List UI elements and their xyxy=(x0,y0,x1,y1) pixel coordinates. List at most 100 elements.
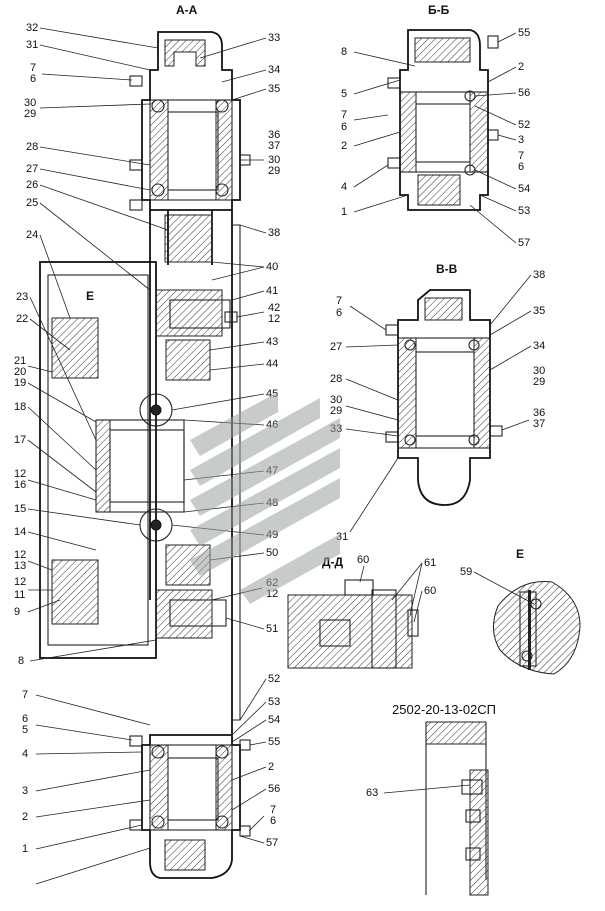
callout-label: 38 xyxy=(533,269,545,281)
callout-label: 30 xyxy=(330,394,342,406)
section-dd: Д-Д xyxy=(287,555,419,669)
callout-label: 36 xyxy=(268,129,280,141)
callout-label: 23 xyxy=(16,291,28,303)
section-vv: В-В xyxy=(385,262,503,506)
callout-label: 2 xyxy=(518,61,524,73)
callout-label: 27 xyxy=(330,341,342,353)
callout-label: 28 xyxy=(26,141,38,153)
callouts-e: 59 xyxy=(460,566,535,605)
callouts-spec: 63 xyxy=(366,784,471,799)
section-bb-title: Б-Б xyxy=(428,3,450,17)
callout-label: 2 xyxy=(341,140,347,152)
callout-label: 4 xyxy=(22,748,28,760)
callout-label: 7 xyxy=(270,804,276,816)
callout-label: 56 xyxy=(518,87,530,99)
callout-label: 3 xyxy=(22,785,28,797)
callout-label: 3 xyxy=(518,134,524,146)
callout-label: 37 xyxy=(533,418,545,430)
callouts-dd: 60 61 60 xyxy=(357,554,436,623)
callout-label: 12 xyxy=(268,313,280,325)
callouts-left-aa: 32 31 7 6 30 29 28 27 26 25 24 23 22 21 … xyxy=(14,22,169,885)
detail-e: Е xyxy=(493,547,581,675)
section-bb: Б-Б xyxy=(387,3,499,211)
callout-label: 53 xyxy=(518,205,530,217)
callout-label: 34 xyxy=(268,64,280,76)
callout-label: 52 xyxy=(518,119,530,131)
callout-label: 6 xyxy=(341,121,347,133)
callout-label: 57 xyxy=(518,237,530,249)
callout-label: 29 xyxy=(330,405,342,417)
callout-label: 6 xyxy=(30,73,36,85)
callout-label: 1 xyxy=(341,206,347,218)
callout-label: 35 xyxy=(533,305,545,317)
callout-label: 60 xyxy=(424,585,436,597)
spec-detail: 2502-20-13-02СП xyxy=(392,702,496,896)
callout-label: 29 xyxy=(24,108,36,120)
callout-label: 7 xyxy=(30,62,36,74)
callout-label: 19 xyxy=(14,377,26,389)
callout-label: 54 xyxy=(518,183,530,195)
callout-label: 52 xyxy=(268,673,280,685)
callout-label: 26 xyxy=(26,179,38,191)
callout-label: 6 xyxy=(270,815,276,827)
callout-label: 61 xyxy=(424,557,436,569)
callout-label: 5 xyxy=(22,724,28,736)
callout-label: 2 xyxy=(268,761,274,773)
callout-label: 50 xyxy=(266,547,278,559)
callout-label: 7 xyxy=(518,150,524,162)
section-aa: А-А xyxy=(39,3,251,879)
callout-label: 1 xyxy=(22,843,28,855)
callout-label: 22 xyxy=(16,313,28,325)
callout-label: 41 xyxy=(266,285,278,297)
callout-label: 29 xyxy=(268,165,280,177)
callout-label: 7 xyxy=(22,689,28,701)
callout-label: 37 xyxy=(268,140,280,152)
callout-label: 38 xyxy=(268,227,280,239)
callout-label: 56 xyxy=(268,783,280,795)
drawing-number: 2502-20-13-02СП xyxy=(392,702,496,717)
detail-e-title: Е xyxy=(516,547,524,561)
callout-label: 34 xyxy=(533,340,545,352)
callout-label: 53 xyxy=(268,696,280,708)
callout-label: 28 xyxy=(330,373,342,385)
callout-label: 51 xyxy=(266,623,278,635)
detail-e-marker: Е xyxy=(86,289,94,303)
callout-label: 6 xyxy=(518,161,524,173)
callout-label: 9 xyxy=(14,606,20,618)
callout-label: 25 xyxy=(26,197,38,209)
callout-label: 21 xyxy=(14,355,26,367)
callout-label: 55 xyxy=(268,736,280,748)
callout-label: 40 xyxy=(266,261,278,273)
callout-label: 54 xyxy=(268,714,280,726)
callouts-bb: 8 5 7 6 2 4 1 55 2 56 52 3 7 6 54 53 57 xyxy=(341,27,530,249)
callout-label: 24 xyxy=(26,229,38,241)
callout-label: 33 xyxy=(268,32,280,44)
callout-label: 6 xyxy=(22,713,28,725)
callout-label: 16 xyxy=(14,479,26,491)
callout-label: 18 xyxy=(14,401,26,413)
callout-label: 57 xyxy=(266,837,278,849)
callout-label: 30 xyxy=(24,97,36,109)
callout-label: 42 xyxy=(268,302,280,314)
callouts-right-aa: 33 34 35 36 37 30 29 38 40 41 42 12 43 4… xyxy=(171,32,280,849)
callout-label: 20 xyxy=(14,366,26,378)
callout-label: 6 xyxy=(336,307,342,319)
callout-label: 12 xyxy=(14,576,26,588)
callout-label: 15 xyxy=(14,503,26,515)
callout-label: 11 xyxy=(14,589,25,601)
callout-label: 12 xyxy=(14,549,26,561)
callout-label: 30 xyxy=(268,154,280,166)
callout-label: 30 xyxy=(533,365,545,377)
callout-label: 14 xyxy=(14,526,26,538)
callout-label: 36 xyxy=(533,407,545,419)
callout-label: 63 xyxy=(366,787,378,799)
watermark-logo xyxy=(190,392,340,604)
callout-label: 29 xyxy=(533,376,545,388)
section-vv-title: В-В xyxy=(436,262,458,276)
callout-label: 32 xyxy=(26,22,38,34)
callout-label: 35 xyxy=(268,83,280,95)
callout-label: 2 xyxy=(22,811,28,823)
callout-label: 7 xyxy=(336,295,342,307)
callout-label: 8 xyxy=(341,46,347,58)
